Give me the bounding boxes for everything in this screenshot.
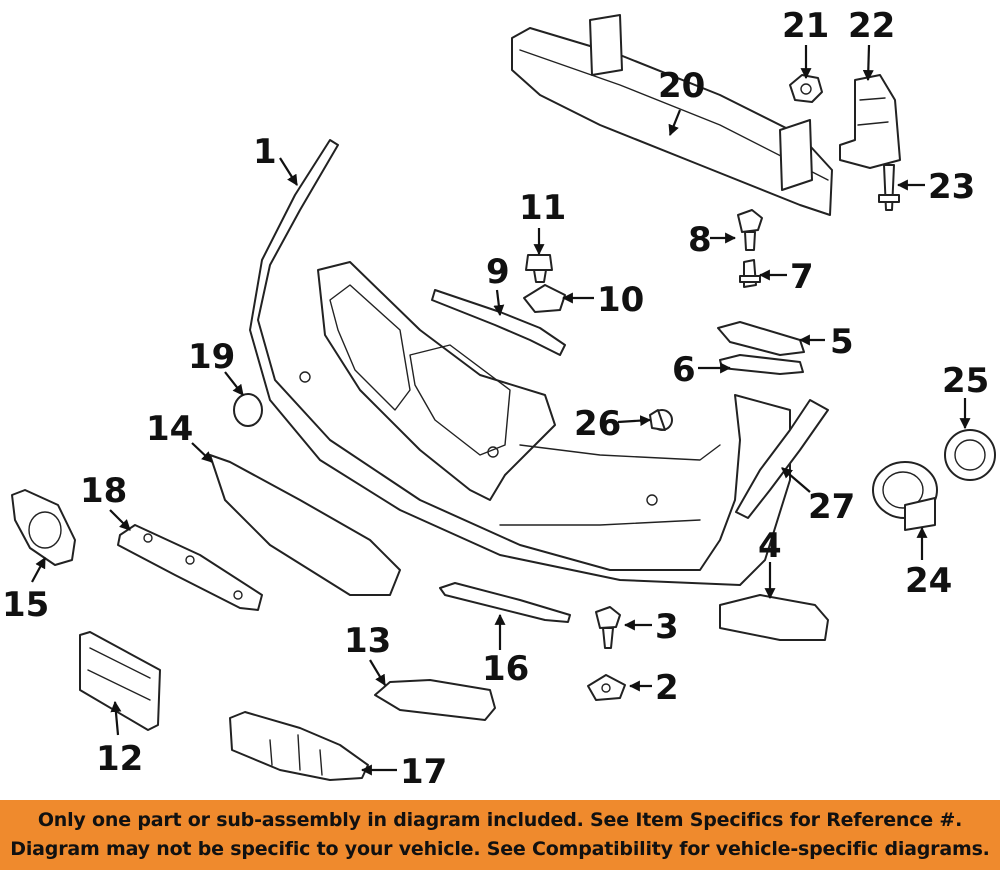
callout-21: 21 <box>782 6 829 46</box>
part-8-bolt <box>737 209 763 251</box>
callout-1: 1 <box>253 132 277 172</box>
callout-25: 25 <box>942 361 989 401</box>
callout-9: 9 <box>486 252 510 292</box>
part-13-grille-insert <box>374 679 496 721</box>
part-17-lower-carrier <box>229 711 369 781</box>
callout-23: 23 <box>928 167 975 207</box>
part-12-plate <box>79 631 161 731</box>
callout-3: 3 <box>655 607 679 647</box>
part-25-ring <box>944 429 996 481</box>
part-5-bracket <box>717 321 805 356</box>
part-18-lower-bracket <box>117 524 263 611</box>
leader-lines <box>31 44 971 776</box>
callout-2: 2 <box>655 668 679 708</box>
disclaimer-line-2: Diagram may not be specific to your vehi… <box>10 838 990 860</box>
callout-15: 15 <box>2 585 49 625</box>
part-16-trim-strip <box>439 582 571 623</box>
part-15-fog-trim <box>11 489 76 566</box>
part-27-arch-trim <box>735 399 829 519</box>
part-7-stud <box>739 259 761 288</box>
parts-diagram: 1 2 3 4 5 6 7 8 9 10 11 12 13 14 15 16 1… <box>2 6 996 792</box>
callout-26: 26 <box>574 404 621 444</box>
callout-7: 7 <box>790 257 814 297</box>
part-22-bracket <box>839 74 901 169</box>
callout-18: 18 <box>80 471 127 511</box>
callout-12: 12 <box>96 739 143 779</box>
part-9-trim-strip <box>431 289 566 356</box>
callout-19: 19 <box>188 337 235 377</box>
part-3-bolt <box>595 606 621 649</box>
callout-27: 27 <box>808 487 855 527</box>
part-20-reinforcement-bar <box>511 14 833 216</box>
callout-8: 8 <box>688 220 712 260</box>
callout-10: 10 <box>597 280 644 320</box>
disclaimer-banner: Only one part or sub-assembly in diagram… <box>0 800 1000 870</box>
part-26-sensor <box>649 409 673 431</box>
part-19-marker <box>233 393 263 427</box>
part-11-clip <box>525 254 553 283</box>
part-23-push-pin <box>878 164 900 211</box>
callout-17: 17 <box>400 752 447 792</box>
callout-20: 20 <box>658 66 705 106</box>
part-4-side-lamp <box>719 594 829 641</box>
part-1-bumper-cover <box>249 139 791 586</box>
disclaimer-line-1: Only one part or sub-assembly in diagram… <box>37 809 963 831</box>
callout-24: 24 <box>905 561 952 601</box>
part-24-fog-lamp <box>872 461 938 531</box>
callout-22: 22 <box>848 6 895 46</box>
callout-16: 16 <box>482 649 529 689</box>
callout-6: 6 <box>672 350 696 390</box>
part-2-nut <box>587 674 626 701</box>
callout-13: 13 <box>344 621 391 661</box>
part-6-strip <box>719 354 804 375</box>
callout-labels: 1 2 3 4 5 6 7 8 9 10 11 12 13 14 15 16 1… <box>2 6 989 792</box>
part-10-nut-plate <box>523 284 566 313</box>
part-14-lower-grille <box>209 454 401 596</box>
callout-5: 5 <box>830 322 854 362</box>
callout-11: 11 <box>519 188 566 228</box>
callout-14: 14 <box>146 409 193 449</box>
part-21-nut <box>789 74 823 103</box>
callout-4: 4 <box>758 526 782 566</box>
